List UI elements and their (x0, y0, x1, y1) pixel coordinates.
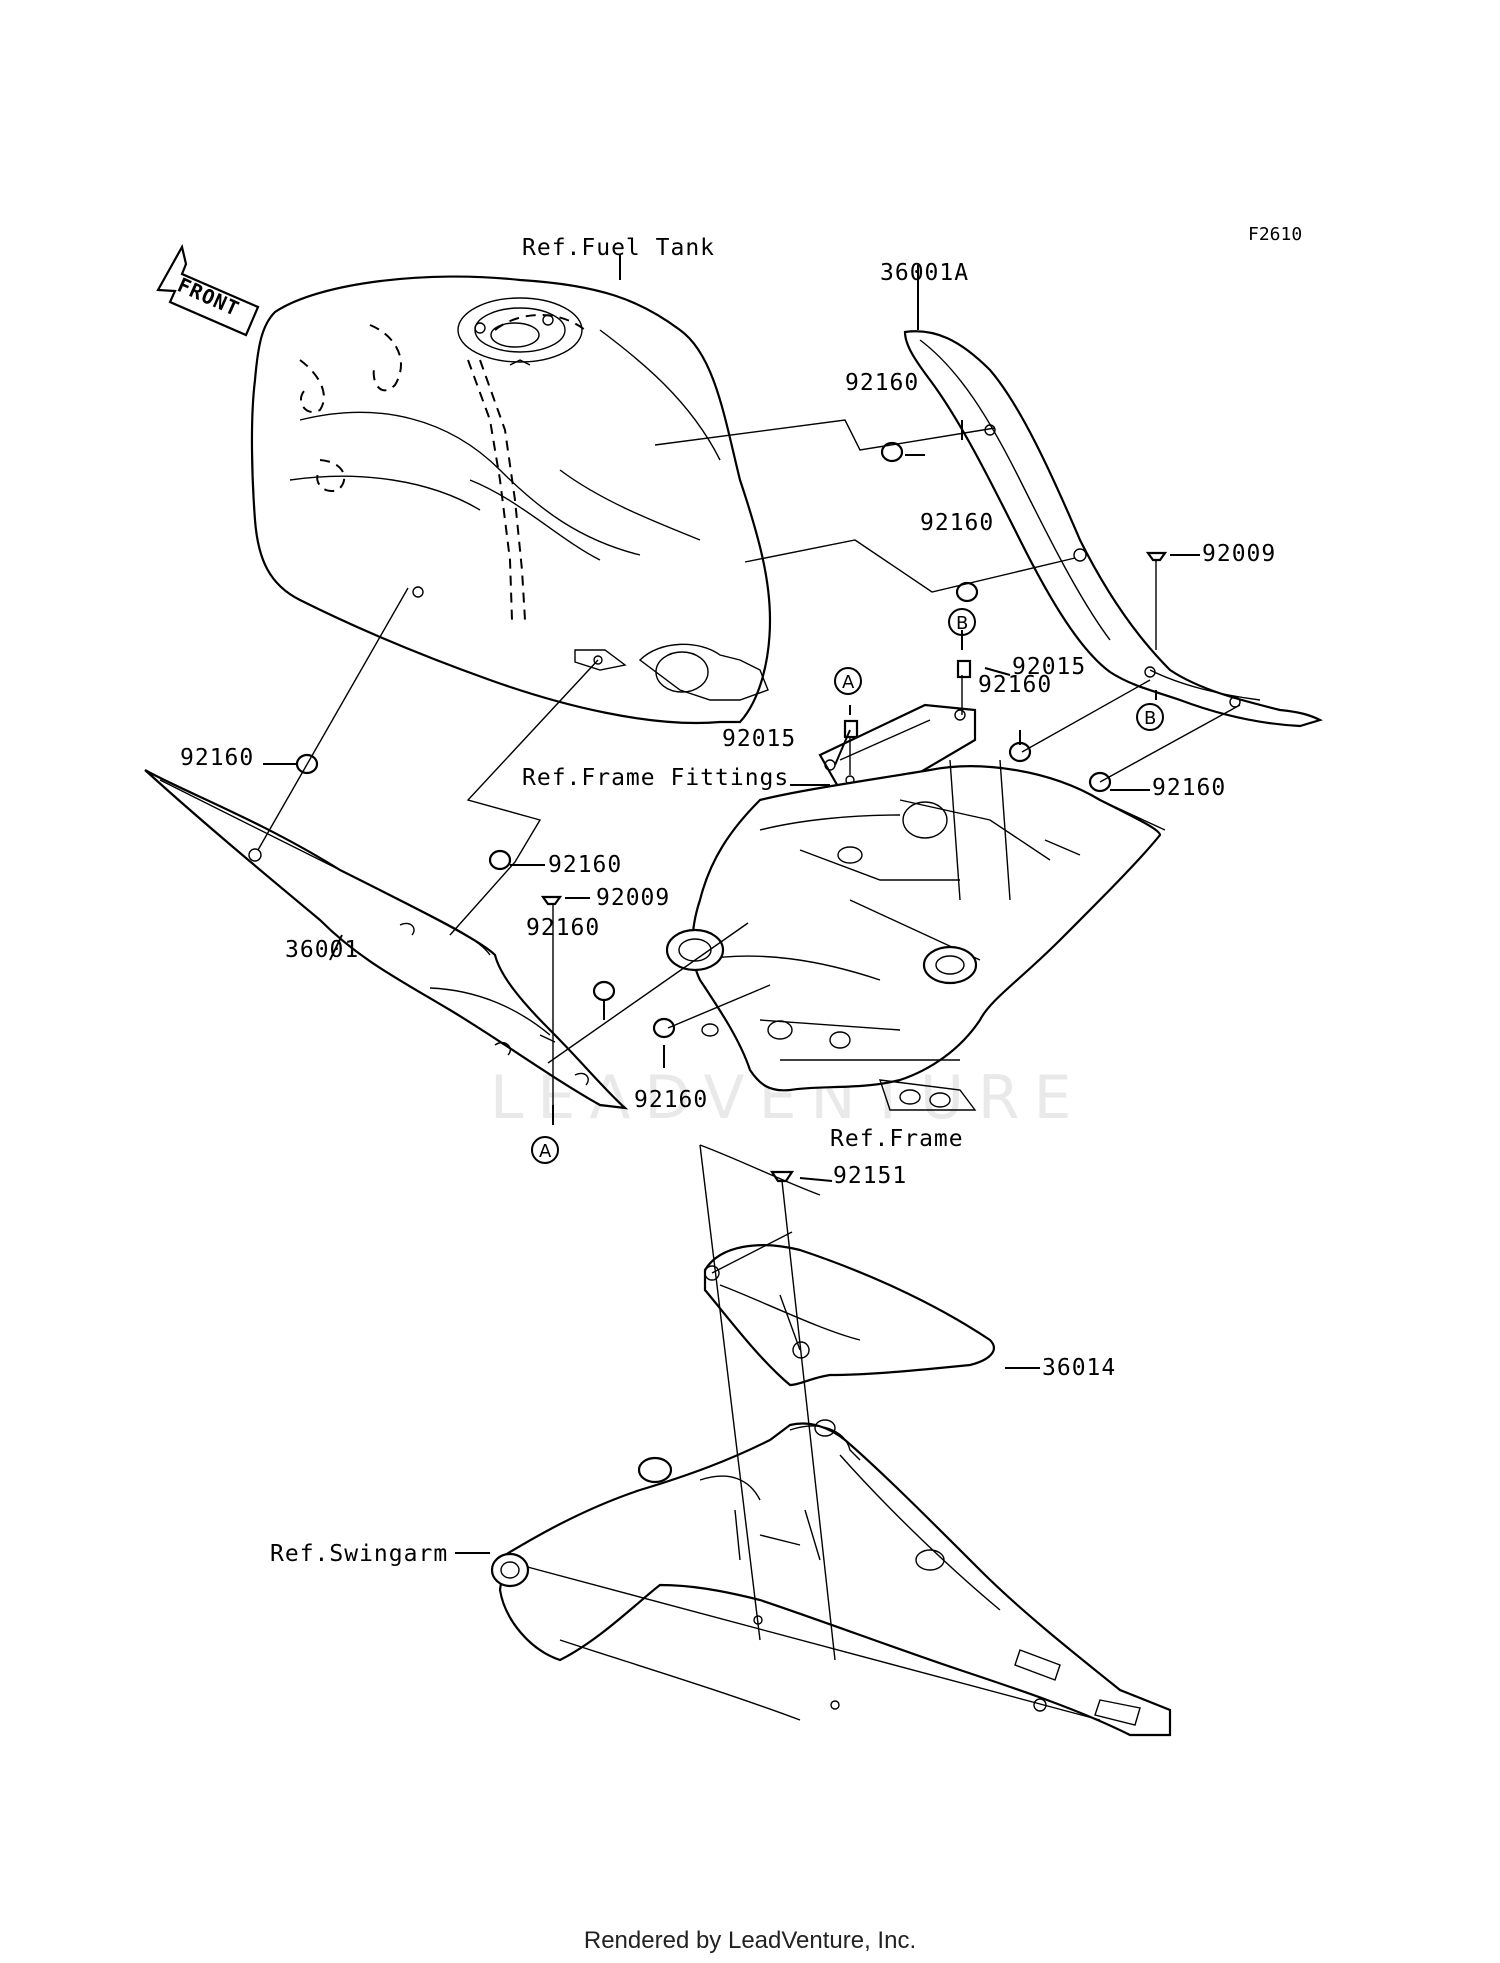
part-label-36014: 36014 (1042, 1355, 1116, 1381)
hardware-drawing (295, 441, 1168, 1183)
callout-a-top: A (834, 667, 862, 695)
callout-b-top: B (948, 608, 976, 636)
figure-id: F2610 (1248, 224, 1302, 245)
ref-frame-fittings-label: Ref.Frame Fittings (522, 765, 789, 791)
part-label-92160-upper: 92160 (845, 370, 919, 396)
leader-lines (257, 255, 1241, 1661)
part-label-92160-left-top: 92160 (180, 745, 254, 771)
part-label-92015-right: 92015 (1012, 654, 1086, 680)
callout-a-top-letter: A (842, 672, 855, 693)
callout-b-top-letter: B (956, 613, 968, 634)
ref-frame-label: Ref.Frame (830, 1126, 964, 1152)
part-label-92160-frame-top: 92160 (978, 672, 1052, 698)
part-label-92160-mid-right: 92160 (920, 510, 994, 536)
side-cover-right-drawing (903, 330, 1323, 728)
side-cover-left-drawing (144, 769, 629, 1110)
footer-credit: Rendered by LeadVenture, Inc. (583, 1927, 917, 1954)
part-label-92160-right: 92160 (1152, 775, 1226, 801)
part-label-92160-lower-center: 92160 (526, 915, 600, 941)
part-label-92160-center: 92160 (548, 852, 622, 878)
callout-b-bottom: B (1136, 703, 1164, 731)
callout-b-bottom-letter: B (1144, 708, 1156, 729)
ref-swingarm-label: Ref.Swingarm (270, 1541, 448, 1567)
fuel-tank-drawing (250, 275, 772, 725)
part-label-92009-left: 92009 (596, 885, 670, 911)
part-label-92160-bottom: 92160 (634, 1087, 708, 1113)
chain-cover-drawing (703, 1244, 995, 1387)
callout-a-bottom-letter: A (539, 1141, 552, 1162)
swingarm-drawing (490, 1419, 1172, 1737)
part-label-92151: 92151 (833, 1163, 907, 1189)
part-label-36001A: 36001A (880, 260, 969, 286)
ref-fuel-tank-label: Ref.Fuel Tank (522, 235, 715, 261)
callout-a-bottom: A (531, 1136, 559, 1164)
frame-drawing (665, 759, 1166, 1111)
front-arrow-icon: FRONT (156, 243, 260, 337)
part-label-92009-right: 92009 (1202, 541, 1276, 567)
part-label-92015-left: 92015 (722, 726, 796, 752)
part-label-36001: 36001 (285, 937, 359, 963)
